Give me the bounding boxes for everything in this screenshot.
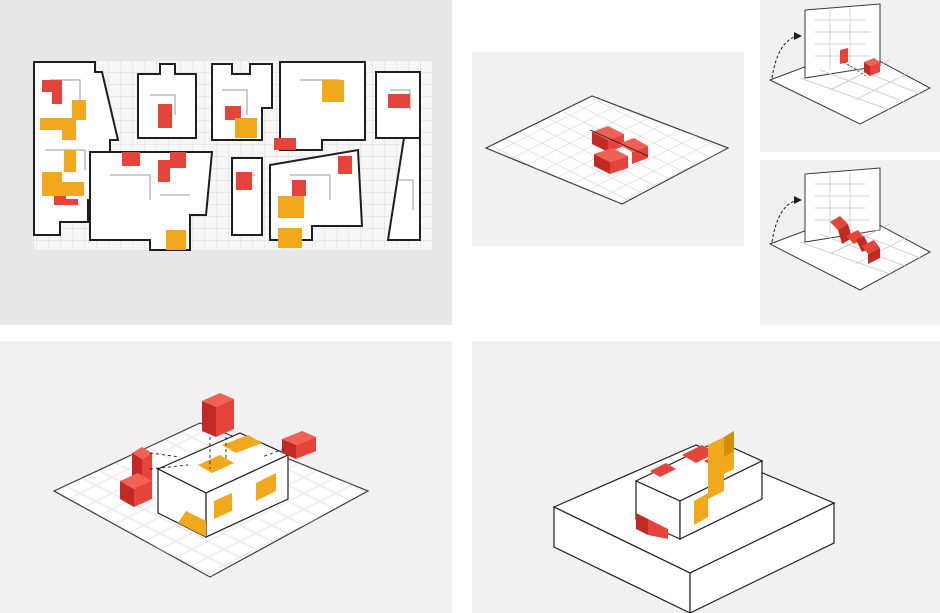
- panel-exploded-volume: [0, 341, 452, 613]
- plan-orange-module: [64, 150, 76, 172]
- plan-orange-module: [40, 118, 76, 140]
- fold-raised-plane: [804, 167, 881, 243]
- plan-red-module: [158, 152, 186, 182]
- plan-orange-module: [322, 80, 344, 102]
- plan-red-module: [338, 156, 352, 174]
- panel-fold-step-2: [760, 160, 940, 325]
- isometric-red-module: [589, 126, 649, 174]
- fold-red-module-2: [830, 216, 880, 264]
- plan-block-7: [231, 157, 263, 236]
- fold-red-module-1: [840, 48, 880, 77]
- panel-plan-grid: [0, 0, 452, 325]
- plan-orange-module: [42, 172, 84, 196]
- plan-red-modules: [42, 80, 410, 205]
- plan-block-4: [279, 61, 366, 151]
- plan-orange-module: [166, 230, 186, 250]
- fold-arrowhead-icon: [794, 196, 802, 204]
- plan-red-module: [292, 180, 306, 196]
- plan-block-6: [89, 151, 214, 251]
- panel-plinth-volume: [472, 341, 940, 613]
- plan-orange-modules: [40, 80, 344, 250]
- exploded-red-module-left: [120, 447, 152, 507]
- plan-block-2: [137, 63, 197, 139]
- exploded-dashed-guides: [149, 437, 285, 470]
- fold-drawing-2: [768, 167, 932, 291]
- plinth-main-volume: [634, 431, 764, 540]
- plan-red-module: [122, 152, 140, 166]
- plan-orange-module: [72, 100, 86, 120]
- panel-isometric-grid: [472, 52, 744, 246]
- exploded-red-module-right: [282, 431, 316, 459]
- fold-drawing-1: [768, 3, 932, 125]
- exploded-main-box: [156, 432, 290, 538]
- fold-arrow-icon: [771, 199, 799, 243]
- exploded-red-module-top: [202, 393, 234, 437]
- plan-red-module: [158, 104, 172, 128]
- plan-red-module: [225, 106, 241, 120]
- panel-fold-step-1: [760, 0, 940, 152]
- plinth-axonometric: [552, 431, 836, 613]
- plan-red-module: [236, 172, 252, 190]
- plan-drawing: [33, 60, 432, 251]
- fold-arrow-icon: [771, 35, 799, 79]
- fold-arrowhead-icon: [794, 32, 802, 40]
- exploded-axonometric: [52, 393, 370, 578]
- plan-orange-module: [278, 196, 304, 218]
- plan-red-module: [388, 94, 410, 108]
- plan-block-9: [386, 137, 421, 241]
- plan-red-module: [42, 80, 62, 104]
- isometric-drawing: [484, 95, 730, 205]
- plan-orange-module: [278, 228, 302, 248]
- plan-orange-module: [235, 118, 257, 138]
- plan-red-module: [274, 138, 296, 150]
